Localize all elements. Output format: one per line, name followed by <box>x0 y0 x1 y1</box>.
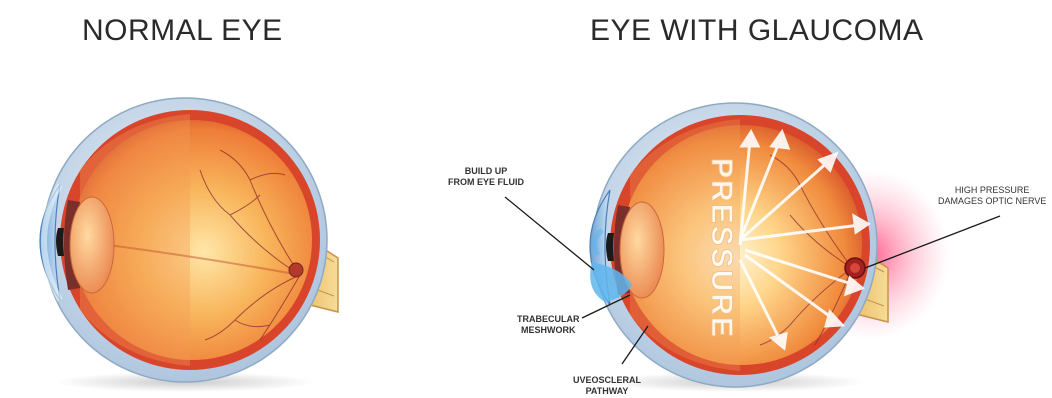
label-high-pressure-line2: DAMAGES OPTIC NERVE <box>938 196 1046 207</box>
label-trabecular: TRABECULAR MESHWORK <box>517 314 580 336</box>
label-high-pressure-line1: HIGH PRESSURE <box>938 185 1046 196</box>
normal-eye <box>40 98 338 392</box>
pupil <box>56 228 64 256</box>
label-uveoscleral: UVEOSCLERAL PATHWAY <box>573 375 641 397</box>
label-trabecular-line2: MESHWORK <box>517 325 580 336</box>
label-uveoscleral-line2: PATHWAY <box>573 386 641 397</box>
label-buildup-line1: BUILD UP <box>448 166 524 177</box>
label-high-pressure: HIGH PRESSURE DAMAGES OPTIC NERVE <box>938 185 1046 207</box>
pointer-buildup <box>505 197 594 270</box>
label-buildup: BUILD UP FROM EYE FLUID <box>448 166 524 188</box>
label-uveoscleral-line1: UVEOSCLERAL <box>573 375 641 386</box>
pressure-text: PRESSURE <box>705 158 738 339</box>
glaucoma-eye <box>590 103 950 392</box>
label-trabecular-line1: TRABECULAR <box>517 314 580 325</box>
label-buildup-line2: FROM EYE FLUID <box>448 177 524 188</box>
optic-disc <box>289 263 303 277</box>
lens <box>70 197 114 293</box>
